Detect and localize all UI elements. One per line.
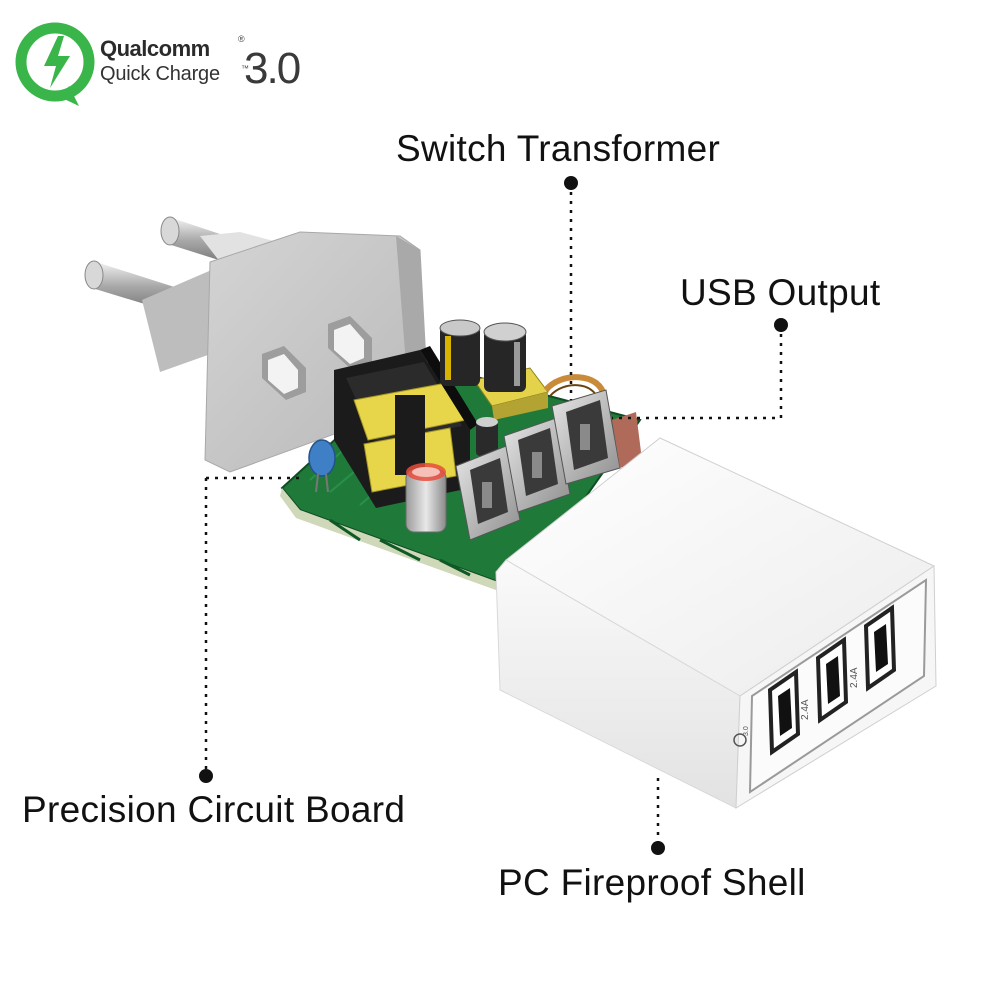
- trademark-mark: ™: [241, 64, 249, 73]
- callout-pc-fireproof-shell: PC Fireproof Shell: [498, 862, 806, 903]
- trademark-mark: ®: [238, 34, 245, 44]
- pcb-usb-port: [455, 445, 521, 541]
- pcb-usb-port: [503, 417, 571, 513]
- logo-version-text: 3.0: [244, 44, 301, 93]
- electrolytic-capacitors: [439, 319, 527, 456]
- switch-transformer-part: [334, 346, 478, 508]
- blue-capacitor: [308, 439, 336, 493]
- callout-dots: [199, 176, 788, 855]
- dot-fireproof-shell: [651, 841, 665, 855]
- shell-usb-port: [863, 604, 897, 692]
- shell-usb-ports: 2.4A 2.4A 3.0: [733, 604, 897, 756]
- output-capacitor: [405, 463, 447, 533]
- shell-usb-port: [767, 668, 801, 756]
- qualcomm-quick-charge-logo: Qualcomm ® Quick Charge ™ 3.0: [14, 14, 324, 114]
- dot-circuit-board: [199, 769, 213, 783]
- pcb-usb-ports: [455, 389, 642, 541]
- callout-usb-output: USB Output: [680, 272, 881, 313]
- logo-product-text: Quick Charge: [100, 63, 220, 85]
- port-rating-label: 2.4A: [800, 699, 811, 720]
- dot-usb-output: [774, 318, 788, 332]
- quick-charge-bolt-icon: [15, 22, 95, 106]
- logo-brand-text: Qualcomm: [100, 36, 210, 61]
- shell-usb-port: [815, 636, 849, 724]
- callout-leaders: [204, 183, 783, 848]
- qc-port-icon: 3.0: [733, 726, 750, 747]
- callout-switch-transformer: Switch Transformer: [396, 128, 721, 169]
- qc-port-mark: 3.0: [743, 726, 750, 736]
- callout-precision-circuit-board: Precision Circuit Board: [22, 789, 406, 830]
- leader-usb-output: [612, 325, 783, 420]
- pcb-usb-port: [551, 389, 621, 485]
- port-rating-label: 2.4A: [849, 667, 860, 688]
- dot-switch-transformer: [564, 176, 578, 190]
